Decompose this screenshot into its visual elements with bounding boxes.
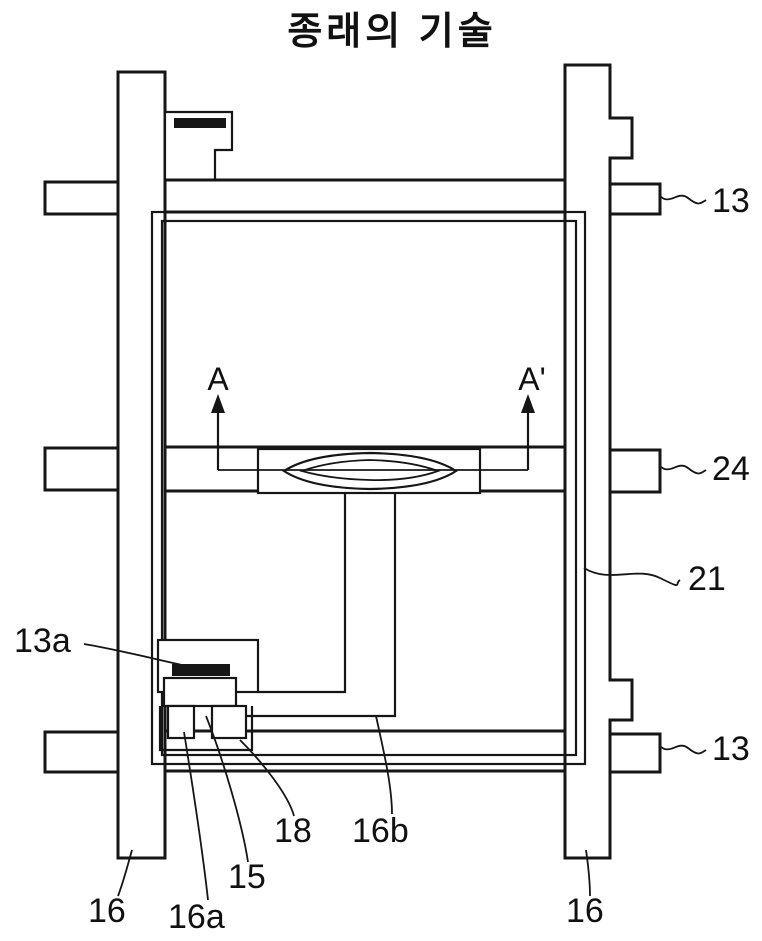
section-arrow-aprime-head-icon <box>521 394 535 413</box>
label-16-left: 16 <box>88 892 126 930</box>
label-16a: 16a <box>168 898 225 936</box>
drain-extension <box>246 493 397 718</box>
gate-line-top-left-stub <box>43 180 120 216</box>
label-16b: 16b <box>352 812 409 850</box>
storage-capacitor <box>256 447 482 495</box>
label-24: 24 <box>712 450 750 488</box>
section-marker-a: A <box>207 361 229 397</box>
section-arrow-a-head-icon <box>211 394 225 413</box>
pixel-electrode-outer <box>150 210 587 766</box>
leader-13-top <box>659 194 707 205</box>
label-18: 18 <box>274 812 312 850</box>
tft-region <box>156 638 260 752</box>
storage-line-right-stub <box>608 448 662 494</box>
label-13a: 13a <box>14 622 71 660</box>
gate-electrode-13a-bar <box>172 664 230 676</box>
capacitor-slit-outer <box>281 451 459 491</box>
leader-16-left <box>117 849 133 897</box>
label-13-bottom: 13 <box>712 730 750 768</box>
right-data-line-bar <box>563 63 634 860</box>
gate-line-top-main <box>163 178 567 214</box>
label-16-right: 16 <box>566 892 604 930</box>
diagram-title: 종래의 기술 <box>287 11 496 53</box>
leader-16-right <box>585 849 591 897</box>
capacitor-slit-inner <box>299 459 441 481</box>
gate-line-bottom <box>43 729 662 774</box>
leader-13-bottom <box>659 744 707 755</box>
label-13-top: 13 <box>712 182 750 220</box>
pixel-electrode <box>150 210 587 766</box>
leader-15 <box>205 715 249 863</box>
drain-extension-right-edge <box>246 493 397 718</box>
gate-line-bottom-left-stub <box>43 730 120 774</box>
section-line: A A' <box>207 361 546 471</box>
tft-bottom-outline <box>158 706 254 752</box>
leader-18 <box>239 739 295 817</box>
labels: 13 24 21 13 13a 16 16a 15 18 16b 16 <box>14 182 750 936</box>
drain-extension-left-edge <box>258 493 347 694</box>
leader-16a <box>183 731 209 901</box>
leader-16b <box>375 715 393 815</box>
source-electrode <box>166 704 196 740</box>
gate-line-top-right-stub <box>608 182 662 216</box>
leader-24 <box>659 464 707 475</box>
label-21: 21 <box>688 560 726 598</box>
label-15: 15 <box>228 858 266 896</box>
bus-bars <box>116 63 634 860</box>
pixel-electrode-inner <box>160 219 578 757</box>
drain-electrode <box>210 704 248 740</box>
leader-21 <box>583 567 681 586</box>
gate-line-bottom-right-stub <box>608 732 662 774</box>
section-marker-a-prime: A' <box>518 361 545 397</box>
capacitor-pad <box>256 447 482 495</box>
leader-lines <box>83 194 707 901</box>
top-left-pad-dark-bar <box>174 118 226 128</box>
leader-13a <box>83 643 197 669</box>
semiconductor-island <box>162 676 238 708</box>
left-data-line-bar <box>116 70 167 860</box>
storage-line-left-stub <box>43 446 120 492</box>
